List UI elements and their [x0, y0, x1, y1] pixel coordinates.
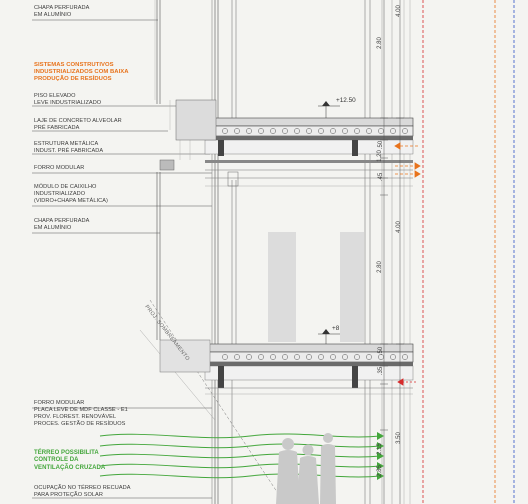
level-marker-upper: [318, 101, 340, 118]
dim-outer-top: 4.00: [395, 5, 402, 17]
shading-guide-line: [139, 329, 216, 421]
dim-inner-50-top: .50: [378, 140, 385, 150]
interior-panel-left: [268, 232, 296, 342]
dim-inner-45: .45: [378, 172, 385, 182]
upper-slab: [159, 99, 414, 187]
label-forro-top: FORRO MODULAR: [34, 165, 85, 171]
ventilation-arrows: [99, 433, 381, 479]
lower-slab: [159, 339, 414, 395]
interior-verticals: [231, 0, 411, 504]
dim-inner-215: 2.15: [376, 443, 383, 455]
dim-inner-35: .35: [378, 366, 385, 376]
red-arrow: [397, 378, 418, 386]
orange-arrows: [394, 142, 421, 178]
dim-inner-mid: 2.80: [376, 261, 383, 273]
shading-projection-line: [149, 299, 286, 504]
level-lower: +8: [332, 325, 340, 332]
level-marker-lower: [318, 329, 340, 344]
interior-panel-right: [340, 232, 364, 342]
dim-inner-285: 2.85: [376, 465, 383, 477]
leader-lines: [32, 19, 212, 499]
ventilation-arrowheads: [377, 432, 384, 480]
facade-lines: [156, 0, 219, 504]
dim-outer-mid: 4.00: [395, 221, 402, 233]
level-upper: +12.50: [336, 97, 356, 104]
dim-inner-120: 1.20: [376, 150, 383, 162]
dim-outer-bottom: 3.50: [395, 432, 402, 444]
dim-inner-top: 2.80: [376, 37, 383, 49]
dimension-lines: [380, 0, 404, 504]
dim-inner-50-low: .50: [378, 346, 385, 356]
people-silhouettes: [276, 433, 336, 504]
